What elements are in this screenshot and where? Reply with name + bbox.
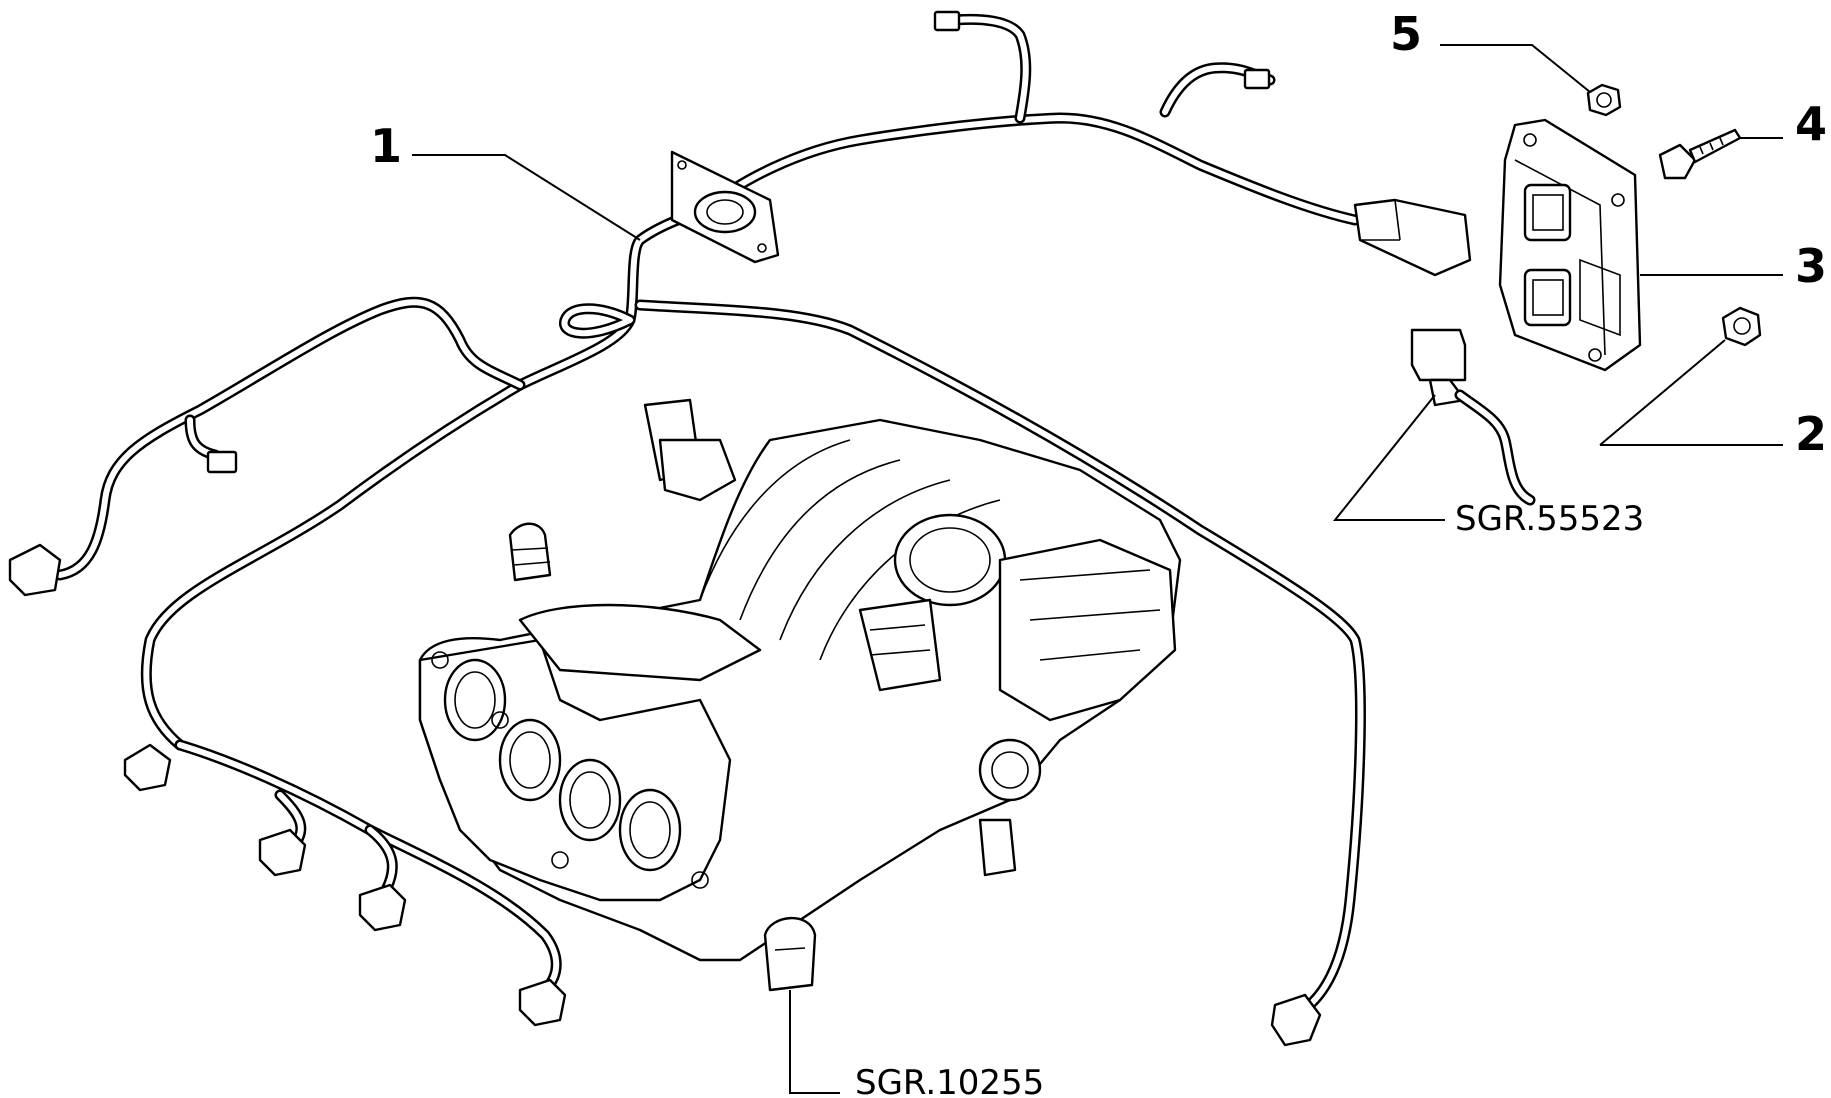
reference-manifold: SGR.10255 — [855, 1063, 1044, 1098]
callout-2: 2 — [1795, 407, 1827, 461]
nut-part-2 — [1721, 306, 1762, 347]
callout-1: 1 — [370, 119, 402, 173]
callout-4: 4 — [1795, 97, 1827, 151]
control-unit — [1498, 118, 1642, 372]
leader-sgr-10255 — [789, 990, 840, 1094]
nut-part-5 — [1586, 83, 1622, 117]
leader-lines — [412, 44, 1783, 1094]
reference-sensor: SGR.55523 — [1455, 499, 1644, 539]
callout-3: 3 — [1795, 239, 1827, 293]
leader-sgr-55523 — [1332, 394, 1445, 521]
wiring-harness — [8, 10, 1472, 1047]
leader-2 — [1599, 339, 1783, 446]
callout-5: 5 — [1390, 7, 1422, 61]
intake-manifold — [418, 398, 1182, 992]
harness-connector — [8, 10, 1472, 1047]
bolt-part-4 — [1658, 128, 1742, 180]
leader-1 — [412, 154, 641, 241]
sensor-connector — [1410, 328, 1536, 506]
leader-5 — [1440, 44, 1591, 93]
